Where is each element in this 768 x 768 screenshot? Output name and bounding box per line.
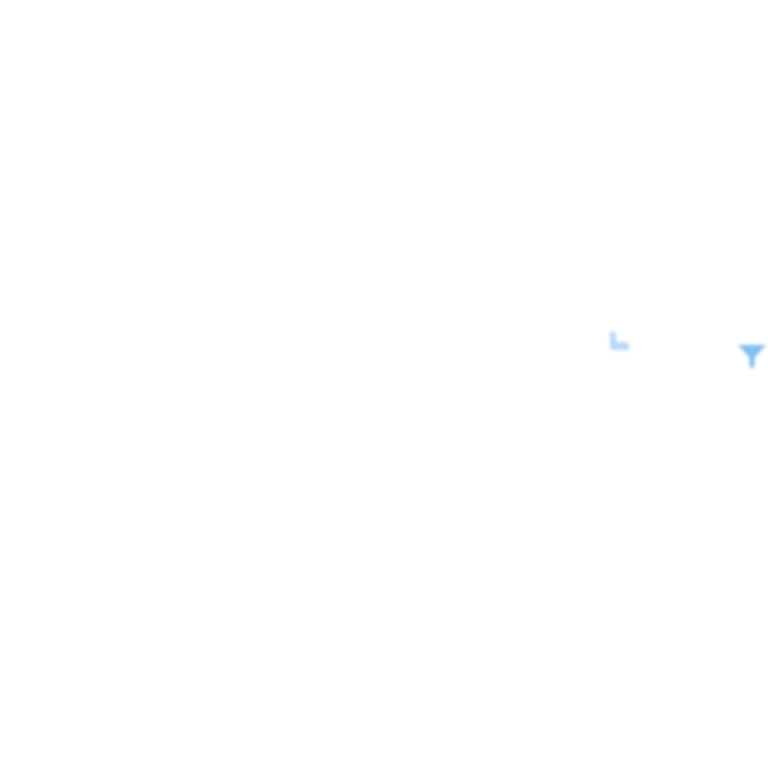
small-glyph-shape xyxy=(610,332,629,350)
filter-funnel-icon[interactable] xyxy=(736,341,768,371)
funnel-shape xyxy=(738,345,766,368)
small-glyph-icon xyxy=(610,332,629,350)
